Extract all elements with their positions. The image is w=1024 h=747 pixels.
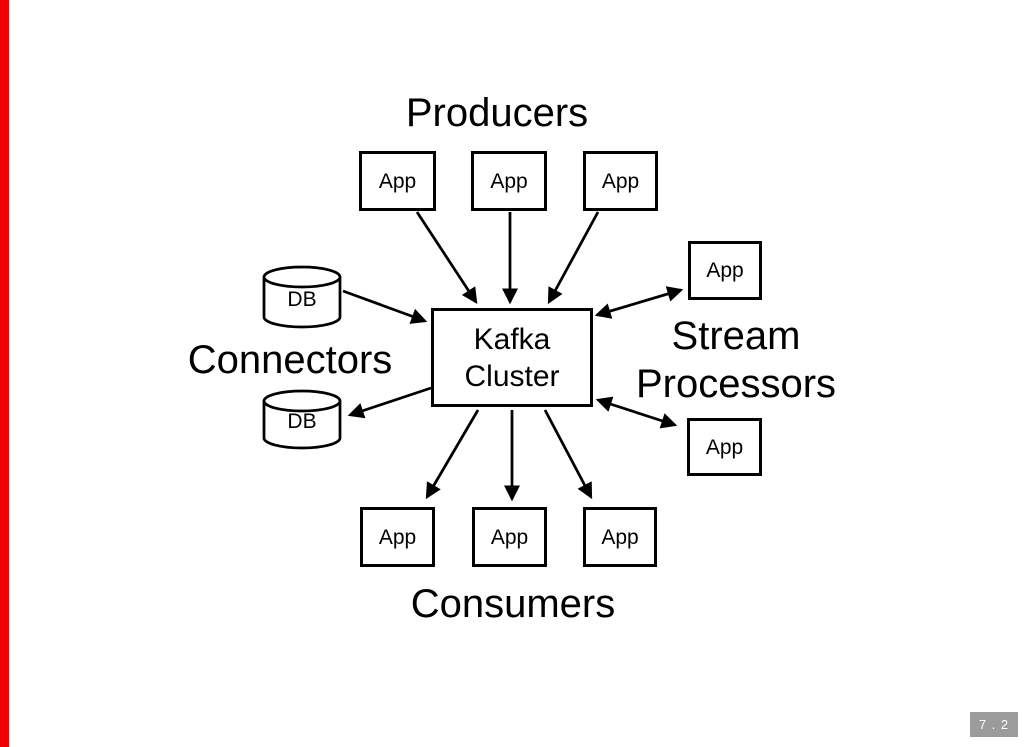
arrow-kafka-to-consumer3: [543, 409, 593, 500]
producer-app-box-2: App: [471, 151, 547, 211]
stream-processors-title-line1: Stream: [671, 314, 801, 358]
arrow-kafka-to-consumer1: [425, 409, 480, 500]
db-label-top: DB: [287, 288, 317, 311]
producer-app-box-3: App: [583, 151, 658, 211]
kafka-cluster-box: Kafka Cluster: [431, 308, 593, 407]
producers-title: Producers: [405, 91, 589, 135]
consumer-app-box-2: App: [472, 507, 547, 567]
db-label-bottom: DB: [287, 410, 317, 433]
kafka-cluster-label-line1: Kafka: [473, 322, 551, 356]
producer-app-box-1: App: [359, 151, 436, 211]
kafka-cluster-label-line2: Cluster: [464, 359, 560, 393]
left-accent-bar: [0, 0, 9, 747]
stream-processor-app-box-1: App: [688, 241, 762, 300]
arrow-db-to-kafka: [342, 289, 428, 324]
consumer-app-box-3: App: [583, 507, 657, 567]
consumers-title: Consumers: [410, 582, 616, 626]
stream-processors-title: Stream Processors: [611, 312, 861, 408]
consumer-app-box-1: App: [360, 507, 435, 567]
stream-processors-title-line2: Processors: [635, 362, 837, 406]
arrow-producer1-to-kafka: [415, 211, 478, 305]
stream-processor-app-box-2: App: [687, 418, 762, 476]
arrow-producer3-to-kafka: [547, 211, 600, 305]
page-number-badge: 7 . 2: [970, 712, 1018, 737]
connectors-title: Connectors: [187, 338, 393, 382]
arrow-kafka-to-db: [347, 386, 432, 419]
